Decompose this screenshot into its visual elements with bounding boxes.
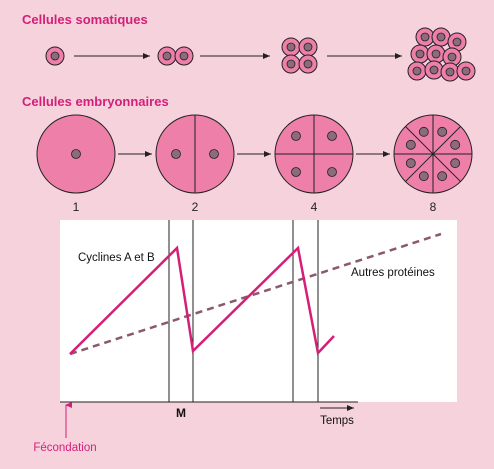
somatic-title: Cellules somatiques: [22, 12, 148, 27]
somatic-cell-1: [45, 46, 65, 66]
stage-label-4: 4: [311, 200, 318, 214]
somatic-cell: [410, 44, 430, 64]
stage-label-1: 1: [73, 200, 80, 214]
embryo-8-nucleus: [418, 171, 429, 182]
somatic-cell: [431, 27, 451, 47]
somatic-cells-8: [407, 27, 476, 82]
embryo-cell-4: [274, 114, 354, 194]
embryo-8-nucleus: [405, 158, 416, 169]
cyclines-line: [69, 245, 335, 356]
embryo-8-nucleus: [450, 158, 461, 169]
embryo-cell-2: [155, 114, 235, 194]
somatic-cell: [407, 61, 427, 81]
embryo-8-nucleus: [437, 126, 448, 137]
temps-label: Temps: [320, 415, 354, 427]
somatic-cell: [440, 62, 460, 82]
embryo-8-division-line: [405, 126, 461, 182]
embryonic-title: Cellules embryonnaires: [22, 94, 169, 109]
fecondation-label: Fécondation: [33, 442, 96, 454]
embryo-cell-1: [36, 114, 116, 194]
mitosis-label: M: [176, 406, 186, 420]
stage-label-2: 2: [192, 200, 199, 214]
somatic-cell: [424, 60, 444, 80]
embryo-8-nucleus: [418, 126, 429, 137]
somatic-cells-4: [281, 37, 318, 74]
embryo-cell-8: [393, 114, 473, 194]
somatic-cells-2: [157, 46, 194, 66]
somatic-cell: [426, 44, 446, 64]
stage-label-8: 8: [430, 200, 437, 214]
somatic-cell: [456, 61, 476, 81]
embryo-8-nucleus: [450, 139, 461, 150]
autres-proteines-label: Autres protéines: [351, 267, 435, 279]
graph-area: [60, 220, 457, 402]
embryo-8-nucleus: [437, 171, 448, 182]
embryo-8-nucleus: [405, 139, 416, 150]
autres-proteines-line: [69, 232, 442, 356]
somatic-cell: [415, 27, 435, 47]
somatic-cell: [447, 32, 467, 52]
cyclines-label: Cyclines A et B: [78, 252, 155, 264]
